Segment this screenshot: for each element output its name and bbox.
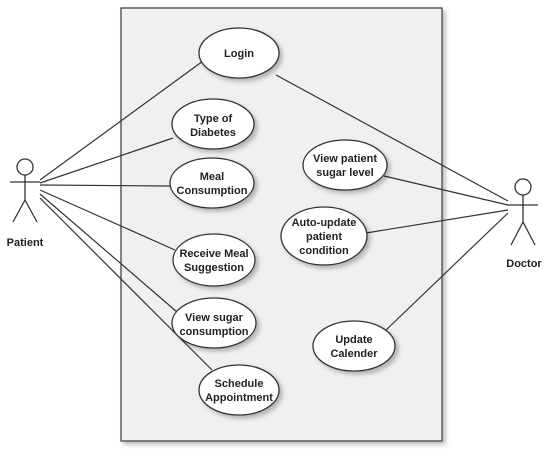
use-case-view-sugar-consumption[interactable]: View sugar consumption — [171, 297, 257, 349]
use-case-receive-meal-suggestion-label-2: Suggestion — [184, 262, 244, 274]
assoc-doctor-login — [275, 74, 509, 202]
use-case-login-label: Login — [224, 48, 254, 60]
use-case-view-patient-sugar-level-label-1: View patient — [313, 153, 377, 165]
assoc-patient-login — [39, 60, 204, 181]
use-case-type-of-diabetes-label-2: Diabetes — [190, 127, 236, 139]
actor-patient-label: Patient — [7, 237, 44, 249]
use-case-receive-meal-suggestion[interactable]: Receive Meal Suggestion — [172, 233, 256, 287]
actor-doctor-label: Doctor — [506, 258, 542, 270]
doctor-associations — [275, 74, 509, 332]
use-case-login[interactable]: Login — [198, 27, 280, 79]
assoc-patient-receive-meal-suggestion — [39, 189, 176, 251]
assoc-patient-schedule-appointment — [39, 197, 213, 371]
use-case-auto-update-label-3: condition — [299, 245, 349, 257]
use-case-auto-update-label-1: Auto-update — [292, 217, 357, 229]
assoc-patient-type-of-diabetes — [39, 137, 174, 184]
use-case-view-sugar-consumption-label-2: consumption — [179, 326, 248, 338]
assoc-patient-view-sugar-consumption — [39, 193, 178, 313]
use-case-update-calender[interactable]: Update Calender — [312, 320, 396, 372]
doctor-stick-figure-icon — [508, 178, 538, 246]
system-boundary — [120, 7, 443, 442]
assoc-patient-meal-consumption — [39, 184, 171, 187]
patient-associations — [39, 60, 213, 371]
use-case-meal-consumption-label-2: Consumption — [177, 185, 248, 197]
actor-doctor[interactable]: Doctor — [506, 178, 542, 270]
use-case-view-patient-sugar-level-label-2: sugar level — [316, 167, 373, 179]
use-case-type-of-diabetes-label-1: Type of — [194, 113, 233, 125]
use-case-update-calender-label-2: Calender — [330, 348, 378, 360]
use-case-receive-meal-suggestion-label-1: Receive Meal — [179, 248, 248, 260]
patient-stick-figure-icon — [10, 158, 40, 223]
use-case-meal-consumption-label-1: Meal — [200, 171, 224, 183]
assoc-doctor-update-calender — [384, 212, 509, 332]
use-case-auto-update-label-2: patient — [306, 231, 342, 243]
use-case-schedule-appointment-label-1: Schedule — [215, 378, 264, 390]
use-case-update-calender-label-1: Update — [335, 334, 372, 346]
assoc-doctor-auto-update — [365, 209, 509, 234]
actor-patient[interactable]: Patient — [7, 158, 44, 249]
use-case-view-sugar-consumption-label-1: View sugar — [185, 312, 244, 324]
use-case-schedule-appointment-label-2: Appointment — [205, 392, 273, 404]
assoc-doctor-view-patient-sugar-level — [383, 175, 509, 206]
use-case-schedule-appointment[interactable]: Schedule Appointment — [198, 364, 280, 416]
use-case-auto-update-patient-condition[interactable]: Auto-update patient condition — [280, 206, 368, 266]
use-case-view-patient-sugar-level[interactable]: View patient sugar level — [302, 139, 388, 191]
use-case-meal-consumption[interactable]: Meal Consumption — [169, 157, 255, 209]
use-case-type-of-diabetes[interactable]: Type of Diabetes — [171, 98, 255, 150]
